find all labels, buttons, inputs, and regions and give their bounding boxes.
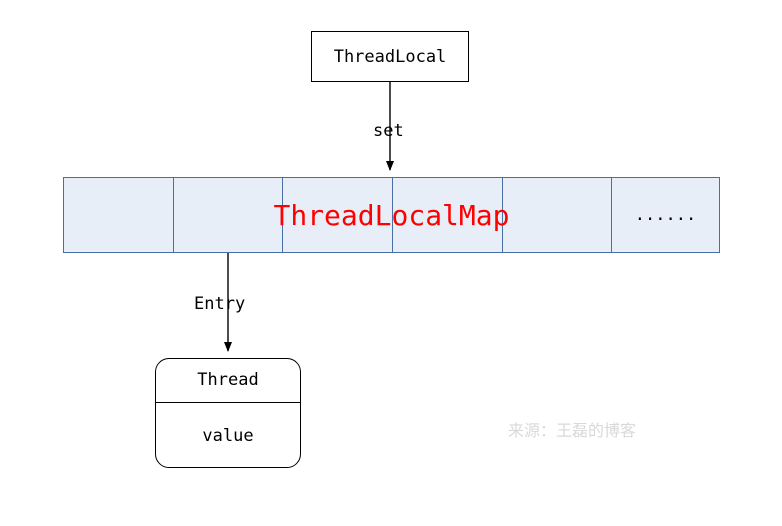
map-cell-2 xyxy=(174,178,284,252)
entry-node xyxy=(155,358,301,468)
map-cell-6 xyxy=(612,178,719,252)
map-cell-1 xyxy=(64,178,174,252)
map-cell-4 xyxy=(393,178,503,252)
entry-key-label: Thread xyxy=(197,370,259,390)
edge-label-set: set xyxy=(373,121,404,141)
entry-node-divider xyxy=(155,402,301,403)
watermark-text: 来源：王磊的博客 xyxy=(508,421,637,440)
edge-label-entry: Entry xyxy=(194,294,246,314)
threadlocal-box-label: ThreadLocal xyxy=(333,46,447,67)
threadlocalmap-strip xyxy=(63,177,720,253)
threadlocal-box: ThreadLocal xyxy=(311,31,469,82)
map-cell-3 xyxy=(283,178,394,252)
entry-value-label: value xyxy=(202,425,254,446)
map-cell-5 xyxy=(503,178,613,252)
